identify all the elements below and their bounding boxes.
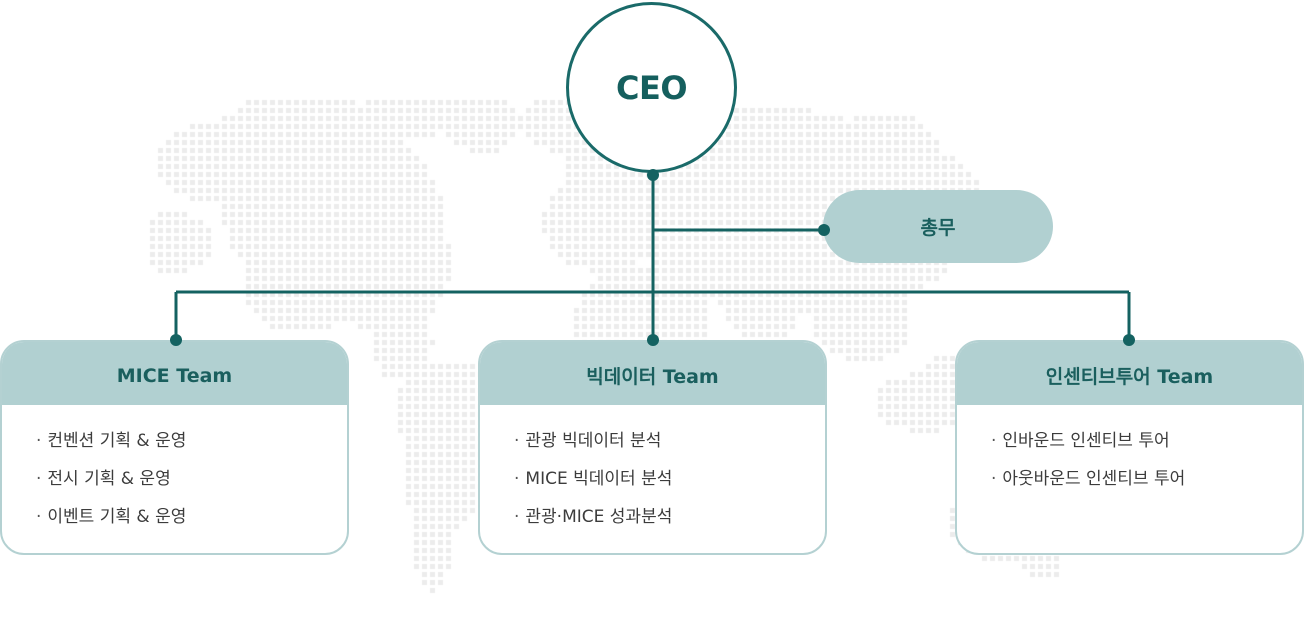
team-item-label: 이벤트 기획 & 운영 <box>47 507 187 527</box>
team-item: ·전시 기획 & 운영 <box>36 467 347 505</box>
bullet-icon: · <box>36 431 42 451</box>
team-item-label: 관광·MICE 성과분석 <box>525 507 673 527</box>
admin-label: 총무 <box>920 217 956 239</box>
team-item: ·MICE 빅데이터 분석 <box>514 467 825 505</box>
team-item-label: 인바운드 인센티브 투어 <box>1002 431 1170 451</box>
connector-dot-mice <box>170 334 182 346</box>
team-item-list: ·인바운드 인센티브 투어 ·아웃바운드 인센티브 투어 <box>957 405 1302 505</box>
bullet-icon: · <box>36 507 42 527</box>
team-header: 빅데이터 Team <box>480 342 825 405</box>
team-item: ·이벤트 기획 & 운영 <box>36 505 347 543</box>
team-item-label: 아웃바운드 인센티브 투어 <box>1002 469 1186 489</box>
ceo-label: CEO <box>615 68 688 107</box>
team-item-label: 관광 빅데이터 분석 <box>525 431 662 451</box>
team-item-label: MICE 빅데이터 분석 <box>525 469 673 489</box>
team-header: 인센티브투어 Team <box>957 342 1302 405</box>
connector-dot-incentive <box>1123 334 1135 346</box>
ceo-node: CEO <box>566 2 737 173</box>
team-item-list: ·관광 빅데이터 분석 ·MICE 빅데이터 분석 ·관광·MICE 성과분석 <box>480 405 825 543</box>
team-card-incentive-tour: 인센티브투어 Team ·인바운드 인센티브 투어 ·아웃바운드 인센티브 투어 <box>955 340 1304 555</box>
connector-dot-bigdata <box>647 334 659 346</box>
team-title: MICE Team <box>116 364 233 387</box>
team-item: ·인바운드 인센티브 투어 <box>991 429 1302 467</box>
team-item: ·컨벤션 기획 & 운영 <box>36 429 347 467</box>
team-item-label: 컨벤션 기획 & 운영 <box>47 431 187 451</box>
bullet-icon: · <box>514 469 520 489</box>
connector-dot-ceo <box>647 169 659 181</box>
team-item-label: 전시 기획 & 운영 <box>47 469 171 489</box>
team-item: ·아웃바운드 인센티브 투어 <box>991 467 1302 505</box>
bullet-icon: · <box>514 507 520 527</box>
team-header: MICE Team <box>2 342 347 405</box>
team-item: ·관광·MICE 성과분석 <box>514 505 825 543</box>
team-title: 빅데이터 Team <box>586 366 719 388</box>
bullet-icon: · <box>36 469 42 489</box>
bullet-icon: · <box>991 469 997 489</box>
admin-node: 총무 <box>823 190 1053 263</box>
team-card-mice: MICE Team ·컨벤션 기획 & 운영 ·전시 기획 & 운영 ·이벤트 … <box>0 340 349 555</box>
team-item-list: ·컨벤션 기획 & 운영 ·전시 기획 & 운영 ·이벤트 기획 & 운영 <box>2 405 347 543</box>
bullet-icon: · <box>514 431 520 451</box>
team-title: 인센티브투어 Team <box>1045 366 1214 388</box>
team-item: ·관광 빅데이터 분석 <box>514 429 825 467</box>
bullet-icon: · <box>991 431 997 451</box>
connector-dot-admin <box>818 224 830 236</box>
team-card-bigdata: 빅데이터 Team ·관광 빅데이터 분석 ·MICE 빅데이터 분석 ·관광·… <box>478 340 827 555</box>
